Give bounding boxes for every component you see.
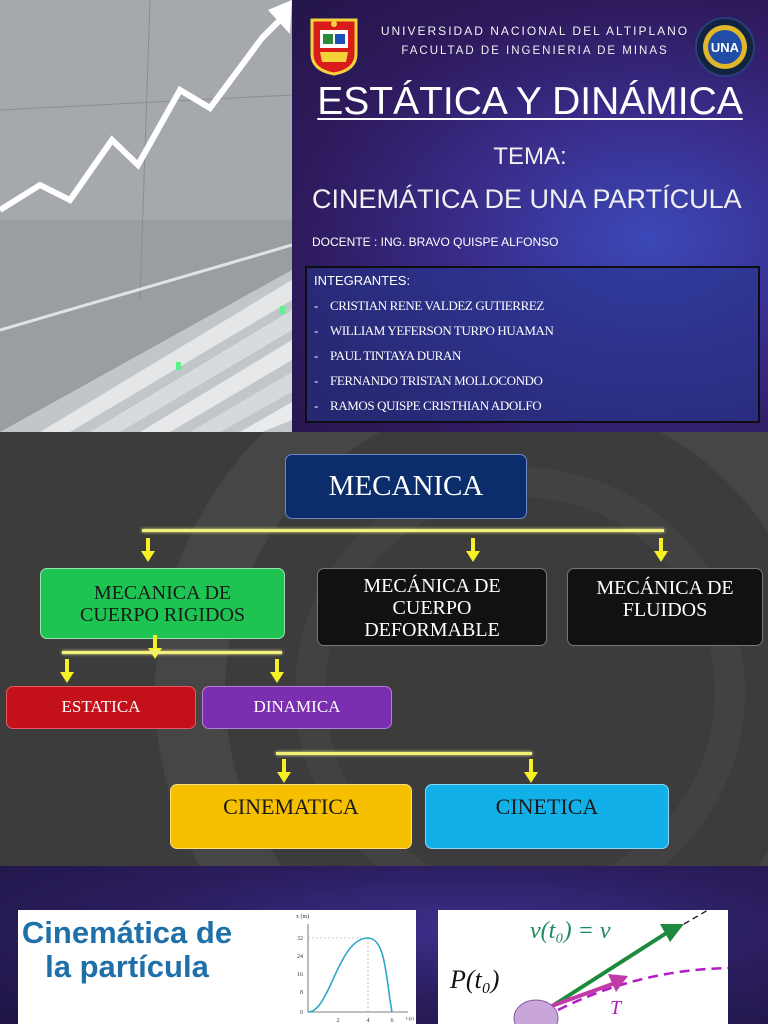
svg-text:16: 16	[297, 972, 303, 978]
university-name: UNIVERSIDAD NACIONAL DEL ALTIPLANO	[380, 24, 690, 38]
teacher-line: DOCENTE : ING. BRAVO QUISPE ALFONSO	[312, 235, 559, 249]
svg-text:6: 6	[391, 1018, 394, 1024]
velocity-vector-diagram: v(t₀) = v T P(t₀)	[449, 910, 728, 1024]
members-box: INTEGRANTES: -CRISTIAN RENE VALDEZ GUTIE…	[305, 266, 760, 423]
university-seal-icon	[310, 18, 358, 76]
tangent-label: T	[610, 997, 623, 1019]
arrow-down-icon	[270, 659, 284, 683]
branch-box-rigid-bodies: MECANICA DE CUERPO RIGIDOS	[40, 568, 285, 639]
presentation-title: ESTÁTICA Y DINÁMICA	[317, 80, 743, 123]
svg-text:24: 24	[297, 954, 303, 960]
graph-ylabel: x (m)	[296, 913, 309, 920]
arrow-down-icon	[60, 659, 74, 683]
kinematics-preview-slide: Cinemática de la partícula x (m) 32 24 1…	[0, 866, 768, 1024]
card-title: Cinemática de la partícula	[21, 915, 233, 985]
arrow-down-icon	[524, 759, 538, 783]
member-item: -PAUL TINTAYA DURAN	[314, 348, 461, 363]
mechanics-diagram-slide: MECANICA MECANICA DE CUERPO RIGIDOS MECÁ…	[0, 432, 768, 866]
position-time-graph: x (m) 32 24 16 8 0 2 4 6 t (s)	[296, 913, 414, 1024]
kinematics-title-card: Cinemática de la partícula x (m) 32 24 1…	[18, 910, 416, 1024]
faculty-seal-icon: UNA	[695, 17, 755, 77]
member-item: -WILLIAM YEFERSON TURPO HUAMAN	[314, 323, 554, 338]
graph-xlabel: t (s)	[406, 1017, 414, 1022]
svg-text:0: 0	[300, 1010, 303, 1016]
box-cinematica: CINEMATICA	[170, 784, 412, 849]
arrow-down-icon	[277, 759, 291, 783]
connector-line	[276, 752, 532, 755]
box-cinetica: CINETICA	[425, 784, 669, 849]
stairs-photo	[0, 0, 292, 432]
arrow-down-icon	[466, 538, 480, 562]
velocity-vector-card: v(t₀) = v T P(t₀)	[438, 910, 728, 1024]
box-dinamica: DINAMICA	[202, 686, 392, 729]
faculty-name: FACULTAD DE INGENIERIA DE MINAS	[401, 45, 669, 57]
member-item: -RAMOS QUISPE CRISTHIAN ADOLFO	[314, 398, 542, 413]
topic-value: CINEMÁTICA DE UNA PARTÍCULA	[312, 184, 742, 214]
arrow-down-icon	[141, 538, 155, 562]
arrow-down-icon	[148, 635, 162, 659]
member-item: -FERNANDO TRISTAN MOLLOCONDO	[314, 373, 543, 388]
seal-text: UNA	[711, 40, 740, 55]
root-box-mecanica: MECANICA	[285, 454, 527, 519]
connector-line	[62, 651, 282, 654]
svg-text:2: 2	[337, 1018, 340, 1024]
velocity-formula: v(t₀) = v	[530, 918, 611, 944]
branch-box-fluids: MECÁNICA DE FLUIDOS	[567, 568, 763, 646]
arrow-down-icon	[654, 538, 668, 562]
member-item: -CRISTIAN RENE VALDEZ GUTIERREZ	[314, 298, 544, 313]
svg-text:8: 8	[300, 990, 303, 996]
point-label: P(t₀)	[449, 965, 499, 994]
svg-text:32: 32	[297, 936, 303, 942]
topic-label: TEMA:	[493, 143, 567, 170]
connector-line	[142, 529, 664, 532]
box-estatica: ESTATICA	[6, 686, 196, 729]
branch-box-deformable: MECÁNICA DE CUERPO DEFORMABLE	[317, 568, 547, 646]
svg-text:4: 4	[367, 1018, 370, 1024]
cover-slide: UNIVERSIDAD NACIONAL DEL ALTIPLANO FACUL…	[0, 0, 768, 432]
members-title: INTEGRANTES:	[314, 273, 411, 288]
